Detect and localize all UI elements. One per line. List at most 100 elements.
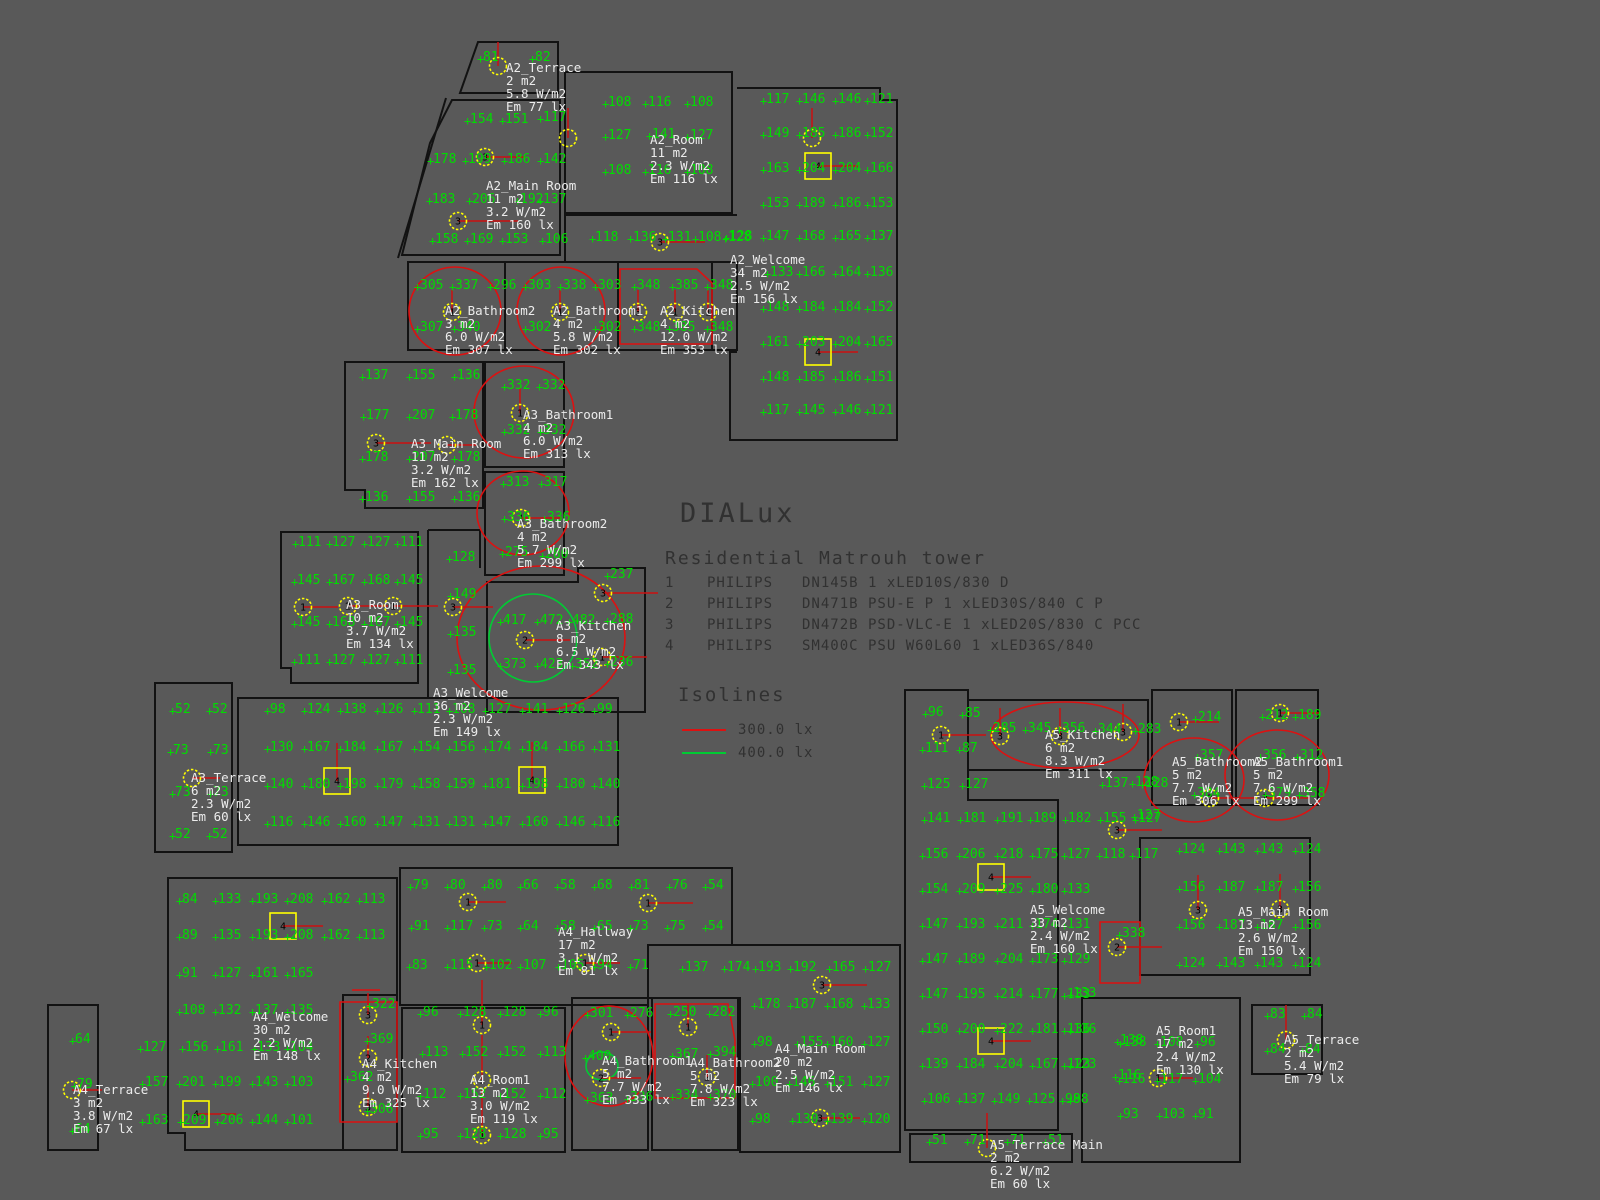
svg-text:1: 1: [557, 308, 563, 319]
luminaire-symbol-circle: 1: [293, 597, 338, 617]
luminaire-symbol-circle: 3: [593, 583, 658, 603]
svg-text:1: 1: [1176, 718, 1182, 729]
svg-text:2: 2: [598, 1074, 604, 1085]
svg-text:1: 1: [645, 899, 651, 910]
luminaire-symbol-circle: [182, 768, 220, 788]
svg-text:1: 1: [479, 1021, 485, 1032]
svg-text:4: 4: [815, 348, 821, 359]
luminaire-symbol-circle: 3: [358, 993, 378, 1025]
luminaire-symbol-circle: 2: [515, 630, 570, 650]
svg-text:3: 3: [482, 153, 488, 164]
svg-text:3: 3: [450, 603, 456, 614]
svg-text:2: 2: [1207, 794, 1213, 805]
svg-text:1: 1: [938, 731, 944, 742]
luminaire-symbol-square: 4: [518, 742, 546, 794]
luminaire-symbol-square: 4: [804, 152, 858, 180]
luminaire-symbol-circle: 1: [698, 290, 718, 322]
luminaire-symbol-circle: [437, 435, 477, 455]
luminaire-symbol-circle: [802, 108, 822, 148]
svg-text:3: 3: [365, 1011, 371, 1022]
luminaire-symbol-circle: 3: [1050, 708, 1070, 746]
luminaire-symbol-circle: 3: [448, 211, 518, 231]
svg-text:3: 3: [1195, 906, 1201, 917]
isoline-400lx-contours: [488, 593, 619, 1081]
luminaire-symbol-circle: 1: [638, 893, 693, 913]
luminaire-symbol-circle: [977, 1113, 997, 1158]
svg-text:3: 3: [1277, 905, 1283, 916]
svg-text:1: 1: [685, 1023, 691, 1034]
svg-text:1: 1: [449, 308, 455, 319]
luminaire-symbol-circle: 2: [591, 1068, 641, 1088]
svg-text:3: 3: [635, 308, 641, 319]
luminaire-symbol-circle: 1: [678, 1005, 698, 1037]
luminaire-symbol-circle: 1: [383, 596, 438, 616]
svg-text:2: 2: [345, 602, 351, 613]
room-outlines: [47, 41, 1323, 1163]
luminaire-symbol-circle: 3: [1270, 874, 1290, 919]
svg-text:2: 2: [1114, 943, 1120, 954]
luminaire-symbol-circle: 3: [1255, 788, 1310, 808]
luminaire-symbol-circle: 1: [1148, 1068, 1193, 1088]
svg-text:1: 1: [518, 514, 524, 525]
luminaire-symbol-square: 4: [182, 1100, 236, 1128]
luminaire-symbol-circle: 3: [810, 1108, 860, 1128]
luminaire-symbol-circle: 1: [665, 290, 685, 322]
luminaire-symbol-circle: [558, 108, 578, 148]
luminaire-symbol-circle: 1: [550, 290, 570, 322]
svg-text:3: 3: [373, 439, 379, 450]
luminaire-symbol-circle: 3: [1188, 875, 1208, 920]
svg-text:4: 4: [334, 777, 340, 788]
luminaire-symbol-circle: 1: [511, 508, 561, 528]
luminaire-symbol-circle: [488, 42, 508, 76]
luminaire-symbol-circle: 1: [472, 1035, 492, 1090]
svg-text:1: 1: [390, 602, 396, 613]
svg-text:3: 3: [817, 1114, 823, 1125]
svg-text:1: 1: [479, 1131, 485, 1142]
svg-text:2: 2: [704, 1073, 710, 1084]
luminaire-symbol-circle: 1: [472, 1090, 492, 1145]
luminaire-symbol-circle: 2: [1107, 937, 1162, 957]
luminaire-symbol-circle: 1: [931, 725, 986, 745]
svg-text:3: 3: [1262, 794, 1268, 805]
isoline-300lx-contours: [339, 266, 1330, 1123]
luminaire-symbol-circle: 1: [467, 953, 512, 973]
luminaire-symbol-square: 4: [977, 863, 1031, 891]
luminaire-symbol-circle: 3: [1107, 820, 1162, 840]
luminaire-symbol-circle: 2: [1200, 788, 1255, 808]
luminaire-symbol-circle: 1: [458, 892, 506, 912]
svg-text:1: 1: [1277, 709, 1283, 720]
luminaire-symbol-circle: 3: [650, 232, 705, 252]
luminaire-symbol-circle: 3: [1113, 704, 1133, 742]
svg-text:4: 4: [529, 776, 535, 787]
svg-text:4: 4: [988, 873, 994, 884]
svg-text:1: 1: [517, 409, 523, 420]
luminaire-symbol-circle: [1276, 1005, 1296, 1050]
svg-text:4: 4: [193, 1110, 199, 1121]
svg-text:1: 1: [705, 308, 711, 319]
luminaire-symbol-circle: 3: [990, 708, 1010, 746]
luminaire-symbol-circle: 1: [1169, 712, 1219, 732]
svg-text:3: 3: [819, 981, 825, 992]
svg-text:3: 3: [997, 732, 1003, 743]
svg-text:4: 4: [280, 922, 286, 933]
luminaire-symbol-circle: 2: [697, 1055, 717, 1087]
luminaire-symbol-square: 4: [323, 743, 351, 795]
luminaire-symbol-circle: 3: [812, 975, 867, 995]
luminaire-symbol-circle: 1: [1270, 703, 1320, 723]
svg-text:2: 2: [522, 636, 528, 647]
luminaire-symbol-circle: 1: [472, 980, 492, 1035]
luminaire-symbol-circle: 2: [338, 596, 388, 616]
luminaire-symbol-circle: 3: [366, 433, 431, 453]
svg-text:1: 1: [474, 959, 480, 970]
luminaire-symbol-circle: 1: [592, 647, 647, 667]
svg-text:2: 2: [365, 1054, 371, 1065]
svg-text:3: 3: [1057, 732, 1063, 743]
luminaire-symbol-square: 4: [804, 338, 858, 366]
svg-text:1: 1: [599, 653, 605, 664]
svg-text:3: 3: [1114, 826, 1120, 837]
svg-text:1: 1: [672, 308, 678, 319]
luminaire-symbol-circle: 3: [628, 290, 648, 322]
svg-text:3: 3: [455, 217, 461, 228]
luminaire-symbol-circle: 3: [443, 597, 493, 617]
